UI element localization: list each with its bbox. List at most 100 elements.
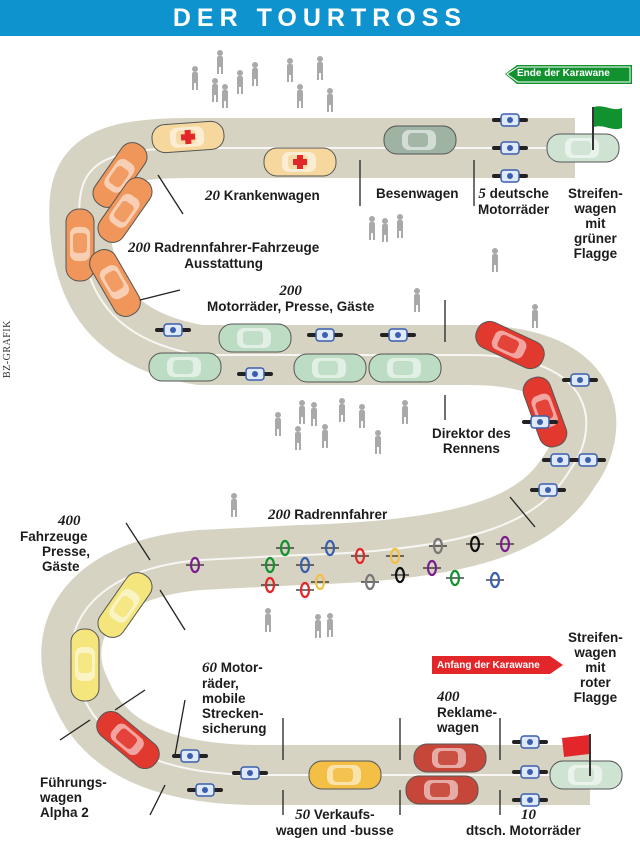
credit: BZ-GRAFIK xyxy=(2,320,13,378)
cyclist xyxy=(276,539,294,557)
motorbike xyxy=(562,373,598,387)
spectator xyxy=(295,426,301,450)
motorbike xyxy=(512,793,548,807)
motorbike xyxy=(530,483,566,497)
spectator xyxy=(252,62,258,86)
press-car xyxy=(218,323,292,353)
cyclist xyxy=(486,571,504,589)
motorbike xyxy=(492,113,528,127)
team-car xyxy=(97,177,153,243)
motorbike xyxy=(237,367,273,381)
cyclist xyxy=(423,559,441,577)
sales-bus xyxy=(308,760,382,790)
ambulance xyxy=(263,147,337,177)
label-lead-car: Führungs- wagen Alpha 2 xyxy=(40,775,107,820)
spectator xyxy=(275,412,281,436)
label-ad-vehicles: 400 Reklame- wagen xyxy=(437,689,498,736)
press-car xyxy=(368,353,442,383)
spectator xyxy=(322,424,328,448)
team-car xyxy=(92,142,148,208)
spectator xyxy=(265,608,271,632)
spectator xyxy=(492,248,498,272)
spectator xyxy=(315,614,321,638)
red-flag-icon xyxy=(562,734,591,776)
lead-car xyxy=(70,628,100,702)
press-car xyxy=(148,352,222,382)
cyclist xyxy=(466,535,484,553)
spectator xyxy=(217,50,223,74)
label-ambulances: 20 Krankenwagen xyxy=(205,188,320,204)
spectator xyxy=(402,400,408,424)
label-press-200: 200 Motorräder, Presse, Gäste xyxy=(207,283,375,315)
spectator xyxy=(375,430,381,454)
cyclist xyxy=(386,547,404,565)
spectator xyxy=(311,402,317,426)
cyclist xyxy=(261,556,279,574)
patrol-car xyxy=(546,133,620,163)
ambulance xyxy=(151,120,225,154)
cyclists xyxy=(186,535,514,599)
cyclist xyxy=(429,537,447,555)
lead-car-alpha2 xyxy=(96,710,160,770)
motorbike xyxy=(542,453,578,467)
label-patrol-green: Streifen- wagen mit grüner Flagge xyxy=(568,186,623,261)
cyclist xyxy=(496,535,514,553)
end-flag xyxy=(505,65,632,84)
page-title: DER TOURTROSS xyxy=(172,4,468,32)
label-sales-vehicles: 50 Verkaufs- wagen und -busse xyxy=(276,807,394,838)
route-diagram xyxy=(41,50,632,816)
director-car xyxy=(475,320,545,370)
spectator xyxy=(299,400,305,424)
press-car xyxy=(293,353,367,383)
motorbike xyxy=(155,323,191,337)
spectator xyxy=(397,214,403,238)
header-bar: DER TOURTROSS xyxy=(0,0,640,36)
motorbike xyxy=(380,328,416,342)
spectators xyxy=(192,50,538,638)
motorbike xyxy=(187,783,223,797)
motorbike xyxy=(512,765,548,779)
team-car xyxy=(89,249,141,317)
cyclist xyxy=(321,539,339,557)
cyclist xyxy=(296,556,314,574)
cyclist xyxy=(261,576,279,594)
cyclist xyxy=(351,547,369,565)
motorbike xyxy=(232,766,268,780)
label-riders: 200 Radrennfahrer xyxy=(268,507,388,523)
patrol-car xyxy=(549,760,623,790)
spectator xyxy=(231,493,237,517)
motorbike xyxy=(570,453,606,467)
label-press-vehicles: 400 Fahrzeuge Presse, Gäste xyxy=(20,513,91,575)
spectator xyxy=(237,70,243,94)
spectator xyxy=(287,58,293,82)
spectator xyxy=(327,613,333,637)
lead-car xyxy=(97,572,153,638)
spectator xyxy=(369,216,375,240)
label-german-motorbikes: 5 deutsche Motorräder xyxy=(478,186,550,217)
spectator xyxy=(297,84,303,108)
spectator xyxy=(222,84,228,108)
motorbike xyxy=(492,169,528,183)
spectator xyxy=(359,404,365,428)
leader-lines xyxy=(59,160,536,816)
ad-vehicle xyxy=(405,775,479,805)
cyclist xyxy=(296,581,314,599)
start-flag-label: Anfang der Karawane xyxy=(437,660,540,671)
label-patrol-red: Streifen- wagen mit roter Flagge xyxy=(568,630,623,705)
motorbike xyxy=(172,749,208,763)
spectator xyxy=(414,288,420,312)
cyclist xyxy=(311,573,329,591)
spectator xyxy=(532,304,538,328)
label-team-cars: 200 Radrennfahrer-Fahrzeuge Ausstattung xyxy=(128,240,320,271)
vehicles xyxy=(65,113,623,807)
motorbike xyxy=(492,141,528,155)
spectator xyxy=(339,398,345,422)
ad-vehicle xyxy=(413,743,487,773)
spectator xyxy=(212,78,218,102)
label-broom-wagon: Besenwagen xyxy=(376,186,459,201)
green-flag-icon xyxy=(592,106,622,150)
broom-wagon xyxy=(383,125,457,155)
spectator xyxy=(317,56,323,80)
spectator xyxy=(327,88,333,112)
cyclist xyxy=(391,566,409,584)
